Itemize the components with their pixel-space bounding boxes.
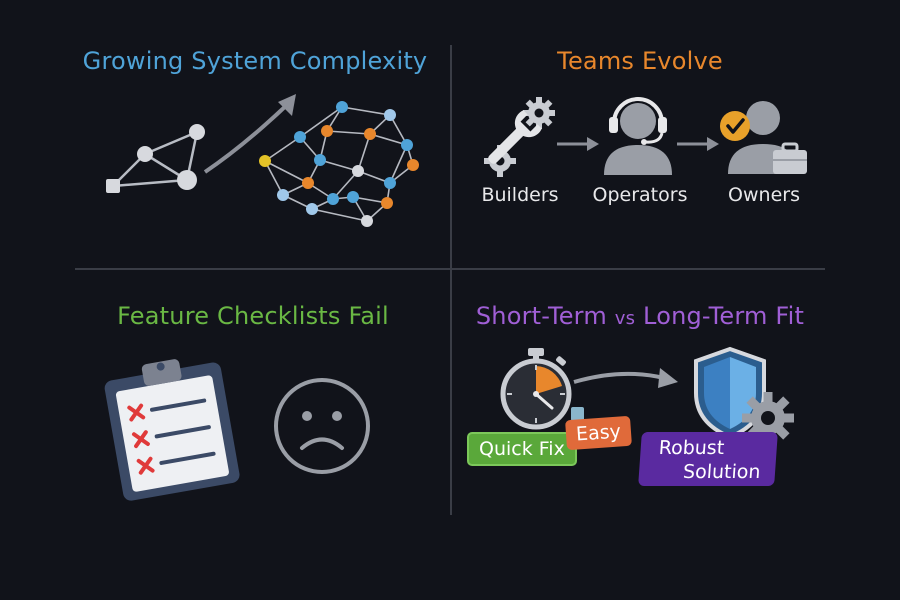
fit-title-long-term: Long-Term Fit — [643, 302, 805, 330]
checklists-title: Feature Checklists Fail — [117, 302, 389, 330]
easy-tag: Easy — [565, 415, 632, 451]
stopwatch-icon — [500, 348, 572, 430]
sad-face-icon — [274, 378, 370, 474]
wrench-gear-icon — [484, 97, 555, 177]
teams-title: Teams Evolve — [557, 47, 723, 75]
solution-label: Solution — [682, 461, 762, 483]
clipboard-checklist-icon — [104, 359, 240, 501]
horizontal-divider — [75, 268, 825, 270]
owner-briefcase-icon — [720, 101, 807, 174]
fit-title-vs: vs — [614, 308, 636, 329]
complexity-title: Growing System Complexity — [82, 47, 428, 75]
arrow-right-icon — [557, 137, 599, 151]
fit-title: Short-Term vs Long-Term Fit — [476, 302, 804, 330]
fit-title-short-term: Short-Term — [475, 302, 607, 330]
growth-arrow-icon — [203, 94, 296, 174]
quick-fix-tag-marker — [571, 407, 584, 421]
role-owners-label: Owners — [728, 184, 800, 206]
vertical-divider — [450, 45, 452, 515]
simple-graph-icon — [106, 124, 205, 193]
role-operators-label: Operators — [592, 184, 688, 206]
gear-icon — [742, 392, 794, 444]
headset-person-icon — [604, 97, 672, 175]
robust-label: Robust — [658, 437, 725, 459]
quick-fix-tag: Quick Fix — [467, 432, 577, 466]
complex-network-icon — [259, 101, 419, 227]
arrow-right-icon-2 — [677, 137, 719, 151]
long-arrow-right-icon — [573, 368, 678, 388]
role-builders-label: Builders — [481, 184, 559, 206]
robust-solution-tag: Robust Solution — [638, 432, 778, 486]
